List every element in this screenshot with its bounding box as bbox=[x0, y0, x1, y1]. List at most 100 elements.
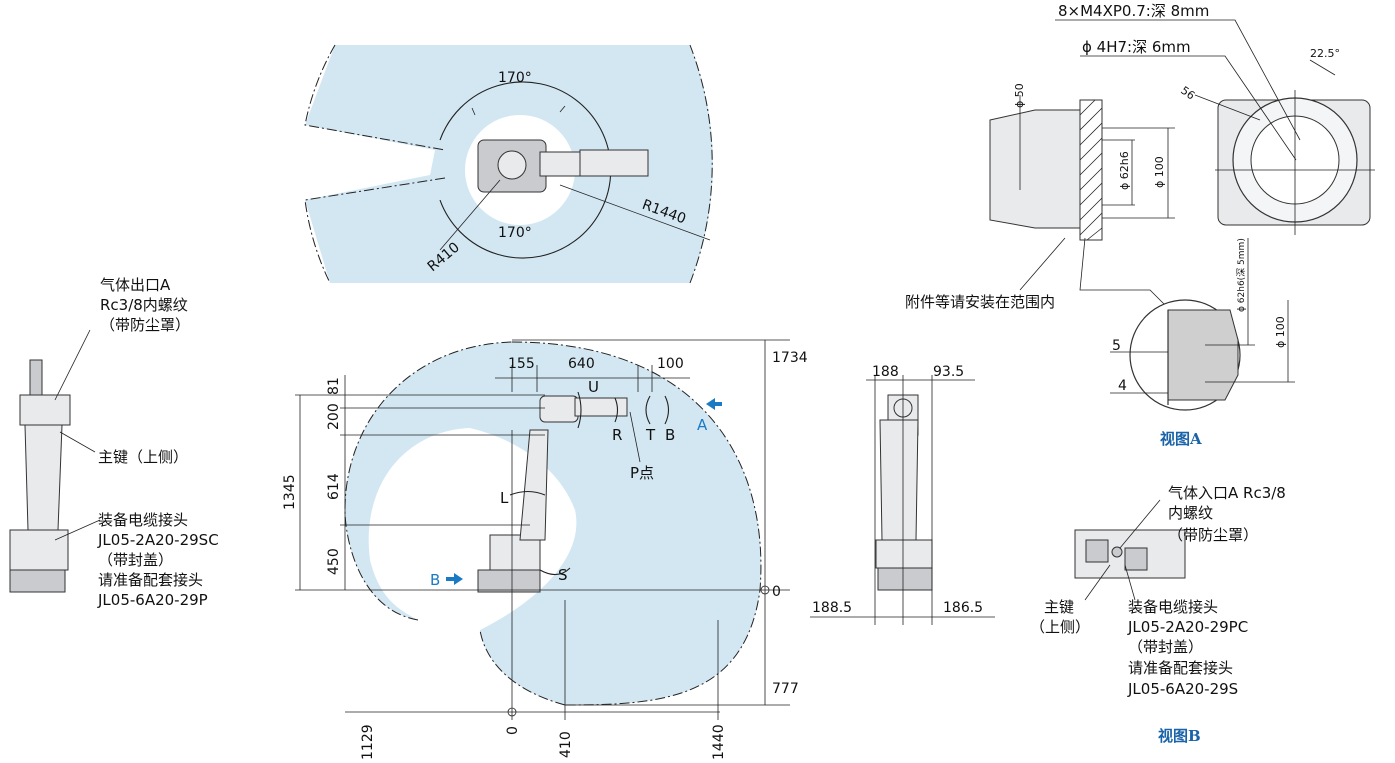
gas-outlet-line3: （带防尘罩） bbox=[100, 316, 190, 334]
dim-1345: 1345 bbox=[282, 474, 298, 510]
thread-spec-leader bbox=[1055, 19, 1301, 141]
s-axis-arc bbox=[539, 567, 571, 576]
dim-450: 450 bbox=[326, 548, 342, 575]
dim-410: 410 bbox=[558, 731, 574, 758]
view-a-angle: 22.5° bbox=[1310, 47, 1340, 60]
view-b-cable-line3: （带封盖） bbox=[1128, 638, 1203, 656]
view-b: 气体入口A Rc3/8 内螺纹 （带防尘罩） 主键 （上侧） 装备电缆接头 JL… bbox=[1030, 484, 1286, 745]
dim-614: 614 bbox=[326, 473, 342, 500]
angle-bottom-label: 170° bbox=[498, 225, 532, 241]
gas-inlet-line3: （带防尘罩） bbox=[1168, 526, 1258, 544]
b-axis-label: B bbox=[665, 426, 675, 444]
dim-zero-right: 0 bbox=[772, 584, 781, 600]
l-axis-label: L bbox=[500, 489, 509, 507]
detail-4: 4 bbox=[1118, 378, 1127, 394]
view-a-detail-dims bbox=[1110, 238, 1295, 394]
side-turret bbox=[489, 534, 541, 571]
view-a-side-dims bbox=[1019, 95, 1175, 219]
dim-777: 777 bbox=[772, 681, 799, 697]
view-a-56-leader bbox=[1194, 94, 1261, 121]
left-head bbox=[19, 394, 71, 426]
left-cable-line1: 装备电缆接头 bbox=[98, 511, 188, 529]
side-envelope bbox=[345, 342, 761, 705]
side-forearm bbox=[574, 397, 628, 417]
side-left-dims bbox=[295, 375, 790, 591]
view-a-d100: ϕ 100 bbox=[1153, 156, 1166, 188]
t-axis-label: T bbox=[645, 426, 656, 444]
side-right-dims bbox=[512, 339, 790, 706]
l-axis-arc bbox=[509, 490, 546, 496]
detail-d62: ϕ 62h6(深 5mm) bbox=[1236, 238, 1247, 312]
gas-inlet-leader bbox=[1119, 499, 1161, 549]
left-base bbox=[9, 569, 66, 593]
view-b-cable-line2: JL05-2A20-29PC bbox=[1127, 618, 1248, 636]
side-top-dims bbox=[495, 365, 690, 392]
view-a-flange-hatch bbox=[1079, 99, 1103, 241]
p-point-leader bbox=[629, 411, 641, 463]
view-a-d62: ϕ 62h6 bbox=[1118, 151, 1131, 190]
left-turret bbox=[9, 529, 69, 571]
view-b-cable-line5: JL05-6A20-29S bbox=[1127, 680, 1238, 698]
view-b-port bbox=[1124, 547, 1148, 571]
left-column bbox=[24, 424, 63, 531]
front-column bbox=[879, 419, 919, 541]
pin-spec-leader bbox=[1080, 55, 1297, 161]
front-view: 188 93.5 188.5 186.5 bbox=[810, 364, 995, 625]
front-turret bbox=[875, 539, 933, 569]
detail-5: 5 bbox=[1112, 338, 1121, 354]
r-axis-ring bbox=[614, 397, 619, 423]
gas-inlet-line1: 气体入口A Rc3/8 bbox=[1168, 484, 1286, 502]
left-tool bbox=[29, 359, 43, 396]
left-cable-line5: JL05-6A20-29P bbox=[97, 591, 208, 609]
cable-b-leader bbox=[1124, 564, 1136, 601]
thread-spec: 8×M4XP0.7:深 8mm bbox=[1058, 2, 1209, 20]
detail-d100: ϕ 100 bbox=[1274, 316, 1287, 348]
dim-640: 640 bbox=[568, 356, 595, 372]
p-point-label: P点 bbox=[630, 464, 654, 482]
view-b-main-key-line1: 主键 bbox=[1044, 598, 1074, 616]
main-key-b-leader bbox=[1084, 564, 1111, 601]
dim-100: 100 bbox=[657, 356, 684, 372]
view-b-cable-line4: 请准备配套接头 bbox=[1128, 659, 1233, 677]
left-main-key: 主键（上侧） bbox=[98, 448, 188, 466]
side-lower-arm bbox=[519, 429, 549, 541]
left-cable-line4: 请准备配套接头 bbox=[98, 571, 203, 589]
b-axis-ring bbox=[664, 395, 670, 425]
view-a-hatch-lines bbox=[1079, 99, 1103, 241]
top-robot-arm bbox=[539, 151, 586, 177]
view-a-arrow-label: A bbox=[697, 416, 708, 434]
install-note-leader bbox=[1019, 237, 1171, 311]
side-bottom-dims bbox=[345, 430, 720, 720]
view-a-detail-hatch bbox=[1167, 309, 1239, 401]
angle-leader bbox=[1309, 59, 1336, 76]
left-cable-line2: JL05-2A20-29SC bbox=[97, 531, 219, 549]
r1440-leader bbox=[559, 184, 711, 241]
r410-leader bbox=[439, 179, 501, 251]
dim-1129: 1129 bbox=[360, 724, 376, 760]
dim-81: 81 bbox=[326, 377, 342, 395]
view-a-caption: 视图A bbox=[1160, 430, 1202, 448]
view-b-arrow-label: B bbox=[430, 571, 440, 589]
install-note: 附件等请安装在范围内 bbox=[905, 293, 1055, 311]
top-view: 170° 170° R410 R1440 bbox=[304, 44, 713, 284]
side-view: U R T B L S P点 A B 155 640 100 bbox=[282, 339, 808, 760]
dim-200: 200 bbox=[326, 403, 342, 430]
dim-1734: 1734 bbox=[772, 350, 808, 366]
top-robot-joint bbox=[497, 150, 527, 180]
main-key-leader bbox=[59, 431, 96, 453]
u-axis-ring bbox=[577, 391, 582, 429]
front-dim-93-5: 93.5 bbox=[933, 364, 964, 380]
dim-1440: 1440 bbox=[711, 724, 727, 760]
view-b-caption: 视图B bbox=[1158, 727, 1201, 745]
gas-outlet-leader bbox=[54, 329, 91, 401]
front-dim-188: 188 bbox=[872, 364, 899, 380]
view-b-connector bbox=[1085, 539, 1109, 563]
side-base bbox=[477, 569, 541, 593]
rotation-arc-arrows bbox=[471, 105, 566, 116]
t-axis-ring bbox=[645, 395, 651, 425]
side-upper-arm-head bbox=[539, 395, 579, 423]
front-dim-188-5: 188.5 bbox=[812, 600, 852, 616]
front-base bbox=[877, 567, 933, 591]
front-dims bbox=[810, 375, 995, 625]
